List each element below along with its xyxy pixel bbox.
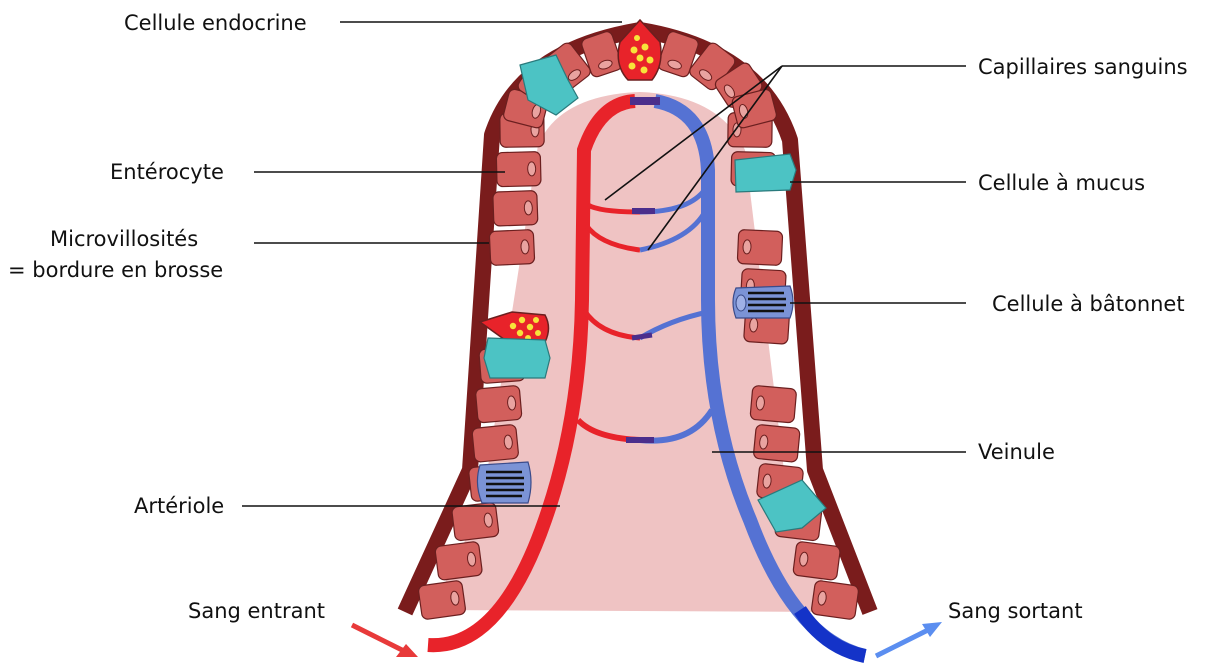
blood-in-arrow [352, 625, 418, 657]
label-arteriole: Artériole [134, 494, 224, 518]
label-rod-cell: Cellule à bâtonnet [992, 292, 1185, 316]
capillary-3-mid [632, 335, 652, 338]
label-blood-in: Sang entrant [188, 599, 325, 623]
label-blood-out: Sang sortant [948, 599, 1083, 623]
rod-cell-right [733, 286, 793, 318]
enterocyte-cell [418, 580, 466, 620]
mucus-cell-right [735, 154, 796, 192]
enterocyte-cell [793, 541, 841, 580]
enterocyte-cell [472, 424, 519, 462]
label-endocrine-cell: Cellule endocrine [124, 11, 307, 35]
enterocyte-cell [737, 230, 782, 266]
label-mucus-cell: Cellule à mucus [978, 171, 1145, 195]
enterocyte-cell [493, 191, 538, 227]
enterocyte-cell [811, 580, 859, 620]
enterocyte-cell [451, 502, 499, 541]
enterocyte-cell [496, 152, 541, 187]
label-microvilli-line1: Microvillosités [50, 227, 198, 251]
mucus-cell-left [484, 338, 550, 378]
rod-cell-left [477, 462, 531, 503]
enterocyte-cell [750, 385, 797, 423]
enterocyte-cell [489, 230, 534, 266]
label-enterocyte: Entérocyte [110, 160, 224, 184]
enterocyte-cell [753, 424, 800, 462]
label-capillaries: Capillaires sanguins [978, 55, 1188, 79]
label-venule: Veinule [978, 440, 1055, 464]
enterocyte-cell [435, 541, 483, 580]
blood-out-arrow [876, 622, 942, 656]
label-microvilli-line2: = bordure en brosse [8, 258, 223, 282]
enterocyte-cell [475, 385, 522, 423]
